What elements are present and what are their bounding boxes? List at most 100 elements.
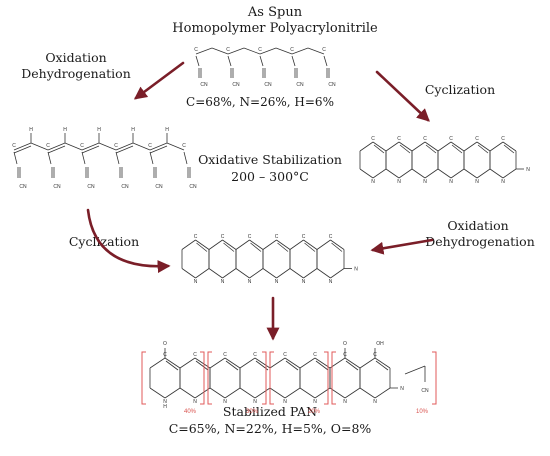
carbon-atom: C xyxy=(46,143,50,149)
nitrile-link xyxy=(195,55,200,67)
nitrile-group: CN xyxy=(87,184,95,190)
carbon-atom: C xyxy=(248,234,252,240)
arrow-right-to-ladder xyxy=(370,238,434,255)
carbon-atom: C xyxy=(449,136,453,142)
nitrogen-atom: N xyxy=(193,399,197,405)
ring-bond xyxy=(316,239,331,250)
backbone-bond xyxy=(291,47,309,55)
nitrile-link xyxy=(13,151,18,165)
double-bond xyxy=(47,145,66,154)
ring-double-bond xyxy=(331,242,343,252)
carbon-atom: C xyxy=(223,352,227,358)
composition-stabilized-pan: C=65%, N=22%, H=5%, O=8% xyxy=(169,421,372,436)
ring-bond xyxy=(330,239,345,250)
ring-double-bond xyxy=(304,242,316,252)
repeat-unit-percentage: 20% xyxy=(308,409,321,415)
nitrogen-atom: N xyxy=(163,399,167,405)
title-homopolymer-pan: Homopolymer Polyacrylonitrile xyxy=(172,21,378,36)
ring-double-bond xyxy=(315,360,329,371)
hydrogen-atom: H xyxy=(163,404,167,410)
ring-bond xyxy=(181,268,196,279)
ring-bond xyxy=(450,141,465,152)
ring-bond xyxy=(411,141,426,152)
ring-bond xyxy=(344,387,361,399)
ring-double-bond xyxy=(503,144,515,154)
nitrogen-atom: N xyxy=(329,279,333,285)
ring-bond xyxy=(463,141,478,152)
repeat-unit-bracket xyxy=(207,351,212,405)
carbon-atom: C xyxy=(283,352,287,358)
nitrile-group: CN xyxy=(328,82,336,88)
label-oxidative-stabilization: Oxidative Stabilization xyxy=(198,152,342,167)
carbon-atom: C xyxy=(253,352,257,358)
oxygen-atom: O xyxy=(343,341,347,347)
ring-bond xyxy=(476,168,491,179)
ring-bond xyxy=(489,141,504,152)
ring-double-bond xyxy=(375,360,389,371)
carbon-atom: C xyxy=(290,47,294,53)
carbon-atom: C xyxy=(371,136,375,142)
nitrile-group: CN xyxy=(200,82,208,88)
label-oxidation-left: Oxidation xyxy=(45,50,106,65)
ring-bond xyxy=(239,387,256,399)
ring-bond xyxy=(222,268,237,279)
ring-bond xyxy=(195,268,210,279)
label-temperature-range: 200 – 300°C xyxy=(231,169,309,184)
composition-as-spun: C=68%, N=26%, H=6% xyxy=(186,95,334,109)
ring-bond xyxy=(262,239,277,250)
nitrile-link xyxy=(81,151,86,165)
carbon-atom: C xyxy=(397,136,401,142)
nitrogen-atom: N xyxy=(343,399,347,405)
nitrile-link xyxy=(183,151,188,165)
ring-bond xyxy=(502,168,517,179)
repeat-unit-bracket xyxy=(262,351,267,405)
carbon-atom: C xyxy=(194,234,198,240)
repeat-unit-bracket xyxy=(324,351,329,405)
nitrile-group: CN xyxy=(121,184,129,190)
ring-bond xyxy=(450,168,465,179)
hydrogen-atom: H xyxy=(63,127,67,133)
carbon-atom: C xyxy=(194,47,198,53)
ring-bond xyxy=(149,357,166,369)
ring-bond xyxy=(249,268,264,279)
ring-double-bond xyxy=(277,242,289,252)
carbon-atom: C xyxy=(475,136,479,142)
ring-bond xyxy=(224,357,241,369)
nitrile-link xyxy=(149,151,154,165)
nitrogen-atom: N xyxy=(313,399,317,405)
ring-bond xyxy=(463,168,478,179)
carbon-atom: C xyxy=(80,143,84,149)
ring-bond xyxy=(398,141,413,152)
backbone-bond xyxy=(47,142,66,151)
hydrogen-atom: H xyxy=(131,127,135,133)
ring-bond xyxy=(284,357,301,369)
ring-bond xyxy=(299,387,316,399)
ring-bond xyxy=(359,357,376,369)
carbon-atom: C xyxy=(322,47,326,53)
ring-double-bond xyxy=(195,360,209,371)
ring-bond xyxy=(359,141,374,152)
nitrogen-atom: N xyxy=(223,399,227,405)
carbon-atom: C xyxy=(193,352,197,358)
ring-double-bond xyxy=(165,360,179,371)
ring-bond xyxy=(299,357,316,369)
ring-bond xyxy=(209,387,226,399)
carbon-atom: C xyxy=(148,143,152,149)
nitrogen-atom: N xyxy=(194,279,198,285)
ring-bond xyxy=(359,387,376,399)
ring-bond xyxy=(164,387,181,399)
ring-bond xyxy=(489,168,504,179)
nitrile-link xyxy=(291,55,296,67)
hydrogen-atom: H xyxy=(165,127,169,133)
ring-bond xyxy=(372,168,387,179)
ring-bond xyxy=(385,141,400,152)
nitrogen-atom: N xyxy=(253,399,257,405)
nitrogen-atom: N xyxy=(526,167,530,173)
nitrogen-atom: N xyxy=(397,179,401,185)
nitrogen-atom: N xyxy=(283,399,287,405)
ring-bond xyxy=(208,268,223,279)
ring-double-bond xyxy=(451,144,463,154)
ring-double-bond xyxy=(345,360,359,371)
